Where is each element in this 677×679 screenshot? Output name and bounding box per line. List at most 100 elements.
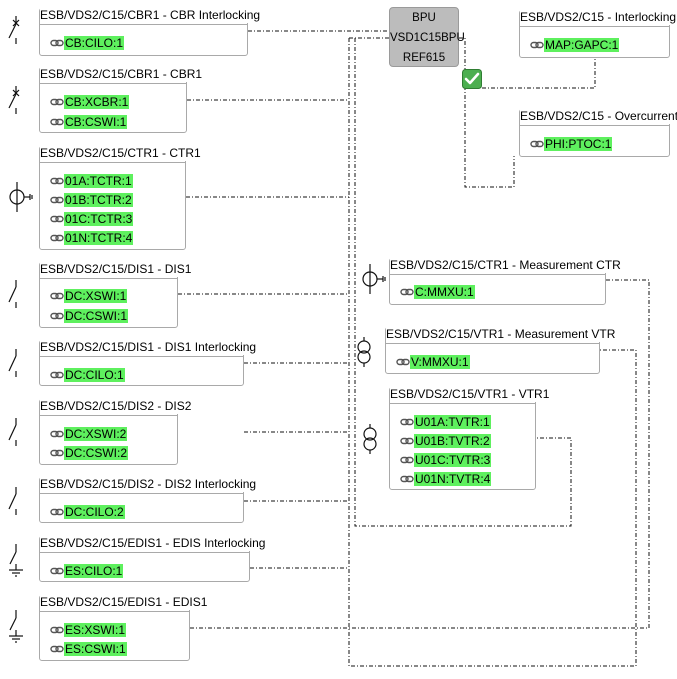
link-icon xyxy=(400,456,414,464)
lnode-item[interactable]: DC:CILO:1 xyxy=(50,368,125,382)
lnode-item[interactable]: DC:CSWI:1 xyxy=(50,309,129,323)
node-title: ESB/VDS2/C15/CTR1 - Measurement CTR xyxy=(390,257,623,273)
lnode-item[interactable]: ES:CILO:1 xyxy=(50,564,124,578)
link-icon xyxy=(400,288,414,296)
lnode-item[interactable]: U01C:TVTR:3 xyxy=(400,453,492,467)
link-icon xyxy=(50,234,64,242)
title-divider xyxy=(40,162,185,163)
link-icon xyxy=(400,475,414,483)
title-divider xyxy=(390,403,535,404)
link-icon xyxy=(50,449,64,457)
lnode-item[interactable]: 01A:TCTR:1 xyxy=(50,174,133,188)
link-icon xyxy=(50,371,64,379)
node-title: ESB/VDS2/C15/DIS1 - DIS1 Interlocking xyxy=(40,339,259,355)
lnode-item[interactable]: PHI:PTOC:1 xyxy=(530,137,613,151)
ied-line: BPU xyxy=(412,12,436,24)
lnode-item[interactable]: ES:XSWI:1 xyxy=(50,623,127,637)
link-icon xyxy=(50,177,64,185)
lnode-item[interactable]: 01B:TCTR:2 xyxy=(50,193,133,207)
lnode-item[interactable]: 01N:TCTR:4 xyxy=(50,231,134,245)
lnode-label: 01A:TCTR:1 xyxy=(64,174,133,188)
lnode-label: 01B:TCTR:2 xyxy=(64,193,133,207)
left-logical-node[interactable]: ESB/VDS2/C15/CTR1 - CTR1 01A:TCTR:1 01B:TC… xyxy=(39,145,203,250)
lnode-item[interactable]: U01N:TVTR:4 xyxy=(400,472,492,486)
link-icon xyxy=(50,39,64,47)
lnode-item[interactable]: DC:XSWI:1 xyxy=(50,289,128,303)
right-logical-node[interactable]: ESB/VDS2/C15/VTR1 - Measurement VTR V:MMX… xyxy=(385,326,618,374)
node-title: ESB/VDS2/C15/EDIS1 - EDIS Interlocking xyxy=(40,535,268,551)
link-icon xyxy=(396,358,410,366)
lnode-label: ES:CSWI:1 xyxy=(64,642,127,656)
lnode-label: CB:CSWI:1 xyxy=(64,115,128,129)
lnode-label: MAP:GAPC:1 xyxy=(544,38,620,52)
lnode-label: U01N:TVTR:4 xyxy=(414,472,492,486)
lnode-item[interactable]: U01A:TVTR:1 xyxy=(400,415,491,429)
lnode-label: 01N:TCTR:4 xyxy=(64,231,134,245)
title-divider xyxy=(40,356,243,357)
lnode-item[interactable]: ES:CSWI:1 xyxy=(50,642,127,656)
title-divider xyxy=(520,26,669,27)
link-icon xyxy=(50,118,64,126)
title-divider xyxy=(40,552,249,553)
lnode-item[interactable]: DC:XSWI:2 xyxy=(50,427,128,441)
link-icon xyxy=(50,312,64,320)
lnode-label: U01A:TVTR:1 xyxy=(414,415,491,429)
title-divider xyxy=(40,415,177,416)
lnode-label: ES:XSWI:1 xyxy=(64,623,127,637)
node-title: ESB/VDS2/C15/CBR1 - CBR1 xyxy=(40,66,205,82)
lnode-label: DC:XSWI:1 xyxy=(64,289,128,303)
lnode-label: DC:CSWI:1 xyxy=(64,309,129,323)
node-title: ESB/VDS2/C15/CTR1 - CTR1 xyxy=(40,145,203,161)
lnode-item[interactable]: DC:CILO:2 xyxy=(50,505,125,519)
lnode-label: PHI:PTOC:1 xyxy=(544,137,613,151)
lnode-label: U01B:TVTR:2 xyxy=(414,434,491,448)
link-icon xyxy=(50,292,64,300)
ied-box[interactable]: BPU VSD1C15BPU REF615 xyxy=(389,7,465,67)
node-title: ESB/VDS2/C15/CBR1 - CBR Interlocking xyxy=(40,7,263,23)
node-title: ESB/VDS2/C15/DIS2 - DIS2 Interlocking xyxy=(40,476,259,492)
lnode-label: DC:CSWI:2 xyxy=(64,446,129,460)
ied-line: VSD1C15BPU xyxy=(390,32,465,44)
title-divider xyxy=(386,343,599,344)
title-divider xyxy=(40,278,177,279)
link-icon xyxy=(530,41,544,49)
lnode-item[interactable]: 01C:TCTR:3 xyxy=(50,212,134,226)
lnode-item[interactable]: MAP:GAPC:1 xyxy=(530,38,620,52)
right-logical-node[interactable]: ESB/VDS2/C15/CTR1 - Measurement CTR C:MMX… xyxy=(389,257,623,305)
node-title: ESB/VDS2/C15/VTR1 - Measurement VTR xyxy=(386,326,618,342)
checkmark-icon xyxy=(462,69,482,89)
lnode-item[interactable]: U01B:TVTR:2 xyxy=(400,434,491,448)
node-title: ESB/VDS2/C15 - Interlocking xyxy=(520,9,677,25)
link-icon xyxy=(50,508,64,516)
link-icon xyxy=(50,98,64,106)
title-divider xyxy=(40,83,186,84)
title-divider xyxy=(390,274,605,275)
node-title: ESB/VDS2/C15 - Overcurrent xyxy=(520,108,677,124)
lnode-item[interactable]: CB:CSWI:1 xyxy=(50,115,128,129)
node-title: ESB/VDS2/C15/VTR1 - VTR1 xyxy=(390,386,552,402)
link-icon xyxy=(50,626,64,634)
title-divider xyxy=(40,493,243,494)
lnode-item[interactable]: V:MMXU:1 xyxy=(396,355,470,369)
link-icon xyxy=(530,140,544,148)
lnode-item[interactable]: DC:CSWI:2 xyxy=(50,446,129,460)
lnode-item[interactable]: C:MMXU:1 xyxy=(400,285,475,299)
node-title: ESB/VDS2/C15/DIS2 - DIS2 xyxy=(40,398,194,414)
lnode-item[interactable]: CB:XCBR:1 xyxy=(50,95,130,109)
lnode-label: DC:CILO:2 xyxy=(64,505,125,519)
lnode-label: U01C:TVTR:3 xyxy=(414,453,492,467)
link-icon xyxy=(400,418,414,426)
lnode-item[interactable]: CB:CILO:1 xyxy=(50,36,125,50)
link-icon xyxy=(50,215,64,223)
